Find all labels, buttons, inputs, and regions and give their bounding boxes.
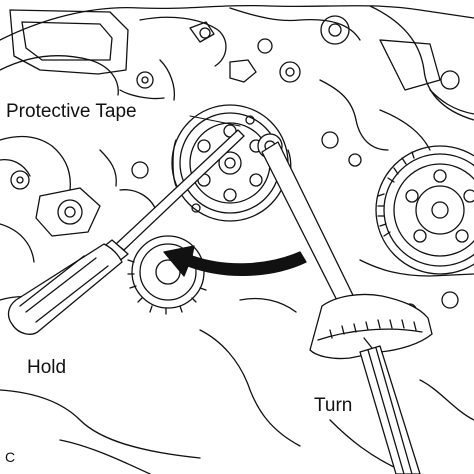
engine-block-outline <box>0 4 474 474</box>
label-protective-tape: Protective Tape <box>6 101 137 122</box>
screwdriver <box>7 129 245 335</box>
label-turn: Turn <box>314 395 353 416</box>
figure-code: C <box>5 449 16 465</box>
torque-wrench <box>257 133 433 474</box>
label-hold: Hold <box>27 357 67 378</box>
right-gear <box>375 145 474 275</box>
protective-tape-leader <box>189 115 241 127</box>
rotation-arrow <box>163 245 307 277</box>
